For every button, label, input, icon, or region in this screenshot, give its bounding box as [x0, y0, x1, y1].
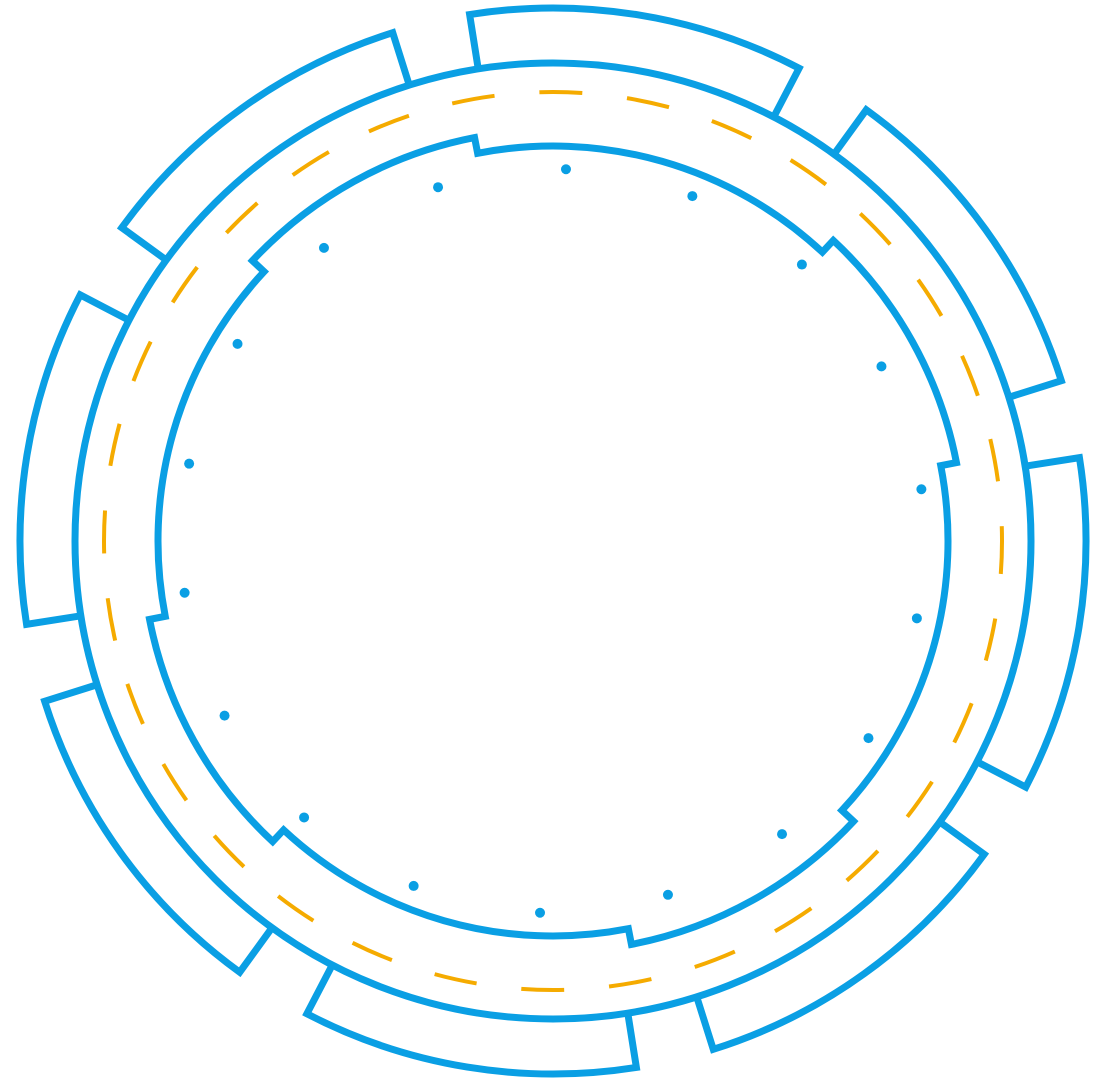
ring-dot: [184, 458, 195, 469]
dashed-ring: [102, 90, 1004, 992]
ring-dot: [916, 484, 927, 495]
outer-segment: [40, 681, 275, 978]
ring-dot: [796, 259, 807, 270]
ring-dot: [318, 242, 329, 253]
outer-segment: [693, 819, 990, 1054]
ring-dot: [876, 361, 887, 372]
ring-dot: [433, 182, 444, 193]
ring-dot: [863, 733, 874, 744]
outer-segment-group: [16, 4, 1090, 1078]
ring-dot: [535, 907, 546, 918]
ring-dot: [911, 613, 922, 624]
ring-dot: [232, 338, 243, 349]
ring-dot: [299, 812, 310, 823]
outer-segment: [831, 104, 1066, 401]
outer-segment: [302, 963, 641, 1078]
outer-segment: [465, 4, 804, 119]
outer-segment: [116, 28, 413, 263]
ring-dot: [219, 710, 230, 721]
outer-segment: [16, 290, 131, 629]
ring-dot: [687, 191, 698, 202]
ring-dot: [560, 164, 571, 175]
inner-notched-ring: [145, 133, 961, 949]
ring-dot: [179, 587, 190, 598]
ring-dot: [408, 880, 419, 891]
dot-group: [179, 164, 927, 918]
middle-ring: [71, 59, 1035, 1023]
outer-segment: [975, 453, 1090, 792]
ring-dot: [777, 829, 788, 840]
ring-dot: [662, 889, 673, 900]
